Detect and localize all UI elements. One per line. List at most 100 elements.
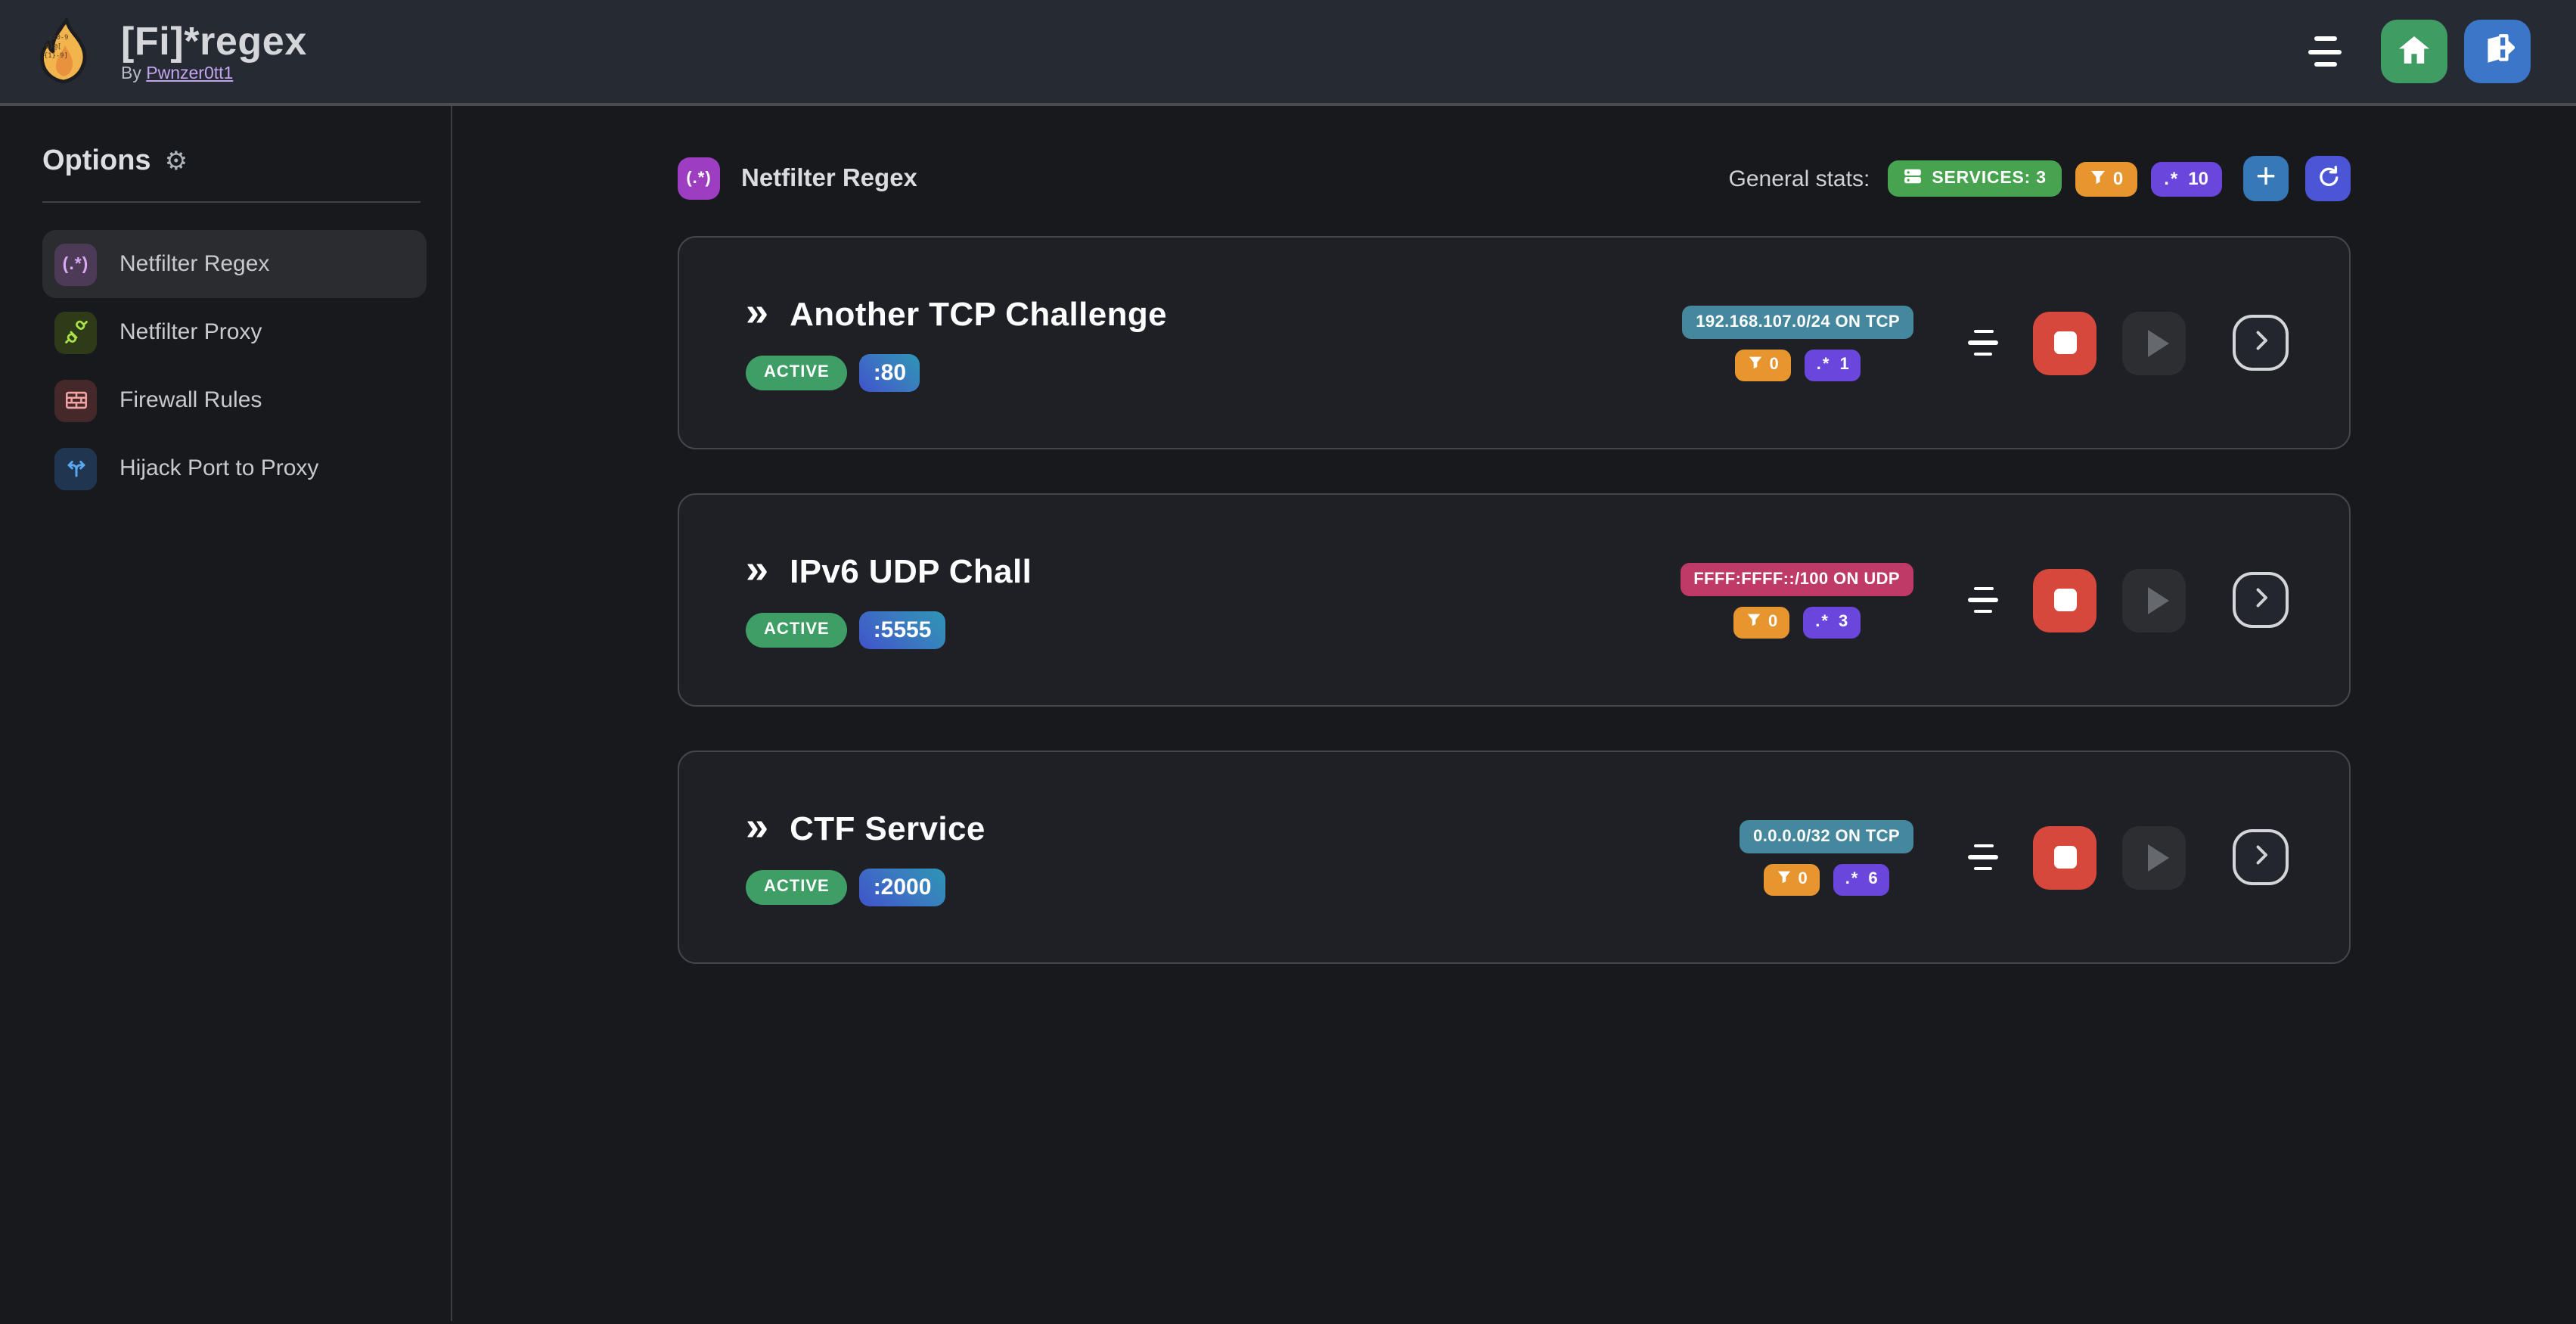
- stop-button[interactable]: [2033, 825, 2096, 889]
- regex-glyph-icon: .*: [2164, 168, 2180, 189]
- add-service-button[interactable]: +: [2243, 156, 2289, 201]
- funnel-icon: [1747, 354, 1764, 375]
- funnel-icon: [1746, 611, 1762, 632]
- stop-icon: [2053, 589, 2076, 611]
- regex-count-label: 6: [1868, 870, 1878, 888]
- byline: By Pwnzer0tt1: [121, 64, 307, 82]
- regex-count-badge: .* 6: [1833, 863, 1890, 895]
- service-title: CTF Service: [790, 809, 985, 847]
- status-badge: ACTIVE: [746, 869, 848, 904]
- section-title: Netfilter Regex: [741, 164, 917, 191]
- funnel-icon: [2089, 167, 2107, 190]
- double-chevron-icon: »: [746, 545, 769, 591]
- sidebar-item-netfilter-proxy[interactable]: Netfilter Proxy: [42, 298, 427, 366]
- sidebar-item-label: Firewall Rules: [119, 387, 262, 413]
- service-title: IPv6 UDP Chall: [790, 552, 1032, 589]
- svg-text:0}@[: 0}@[: [45, 43, 61, 51]
- section-header: (.*) Netfilter Regex General stats:: [678, 156, 2351, 201]
- app-title: [Fi]*regex: [121, 17, 307, 63]
- service-card: » CTF Service ACTIVE :2000 0.0.0.0/32 ON…: [678, 751, 2351, 964]
- filters-count-badge: 0: [1733, 606, 1790, 638]
- service-menu-icon[interactable]: [1968, 322, 1998, 363]
- open-service-button[interactable]: [2233, 829, 2289, 885]
- svg-text:{1}-9]: {1}-9]: [44, 52, 68, 60]
- general-stats: General stats: SERVICES: 3: [1729, 156, 2351, 201]
- regex-icon: (.*): [54, 243, 97, 285]
- filters-count-label: 0: [1798, 870, 1808, 888]
- stop-icon: [2053, 331, 2076, 354]
- sidebar-item-hijack-port[interactable]: Hijack Port to Proxy: [42, 434, 427, 502]
- service-card-left: » IPv6 UDP Chall ACTIVE :5555: [746, 545, 1032, 648]
- brick-wall-icon: [54, 379, 97, 421]
- refresh-icon: [2315, 163, 2341, 194]
- author-link[interactable]: Pwnzer0tt1: [146, 64, 234, 82]
- regex-count-label: 3: [1838, 613, 1848, 631]
- play-button[interactable]: [2122, 311, 2186, 375]
- open-service-button[interactable]: [2233, 315, 2289, 371]
- open-service-button[interactable]: [2233, 572, 2289, 628]
- top-bar: -z0-9 0}@[ {1}-9] [Fi]*regex By Pwnzer0t…: [0, 0, 2576, 106]
- play-button[interactable]: [2122, 825, 2186, 889]
- chevron-right-icon: [2247, 584, 2274, 616]
- logout-icon: [2478, 30, 2516, 73]
- regex-section-icon: (.*): [678, 157, 720, 200]
- network-badges: FFFF:FFFF::/100 ON UDP 0: [1680, 562, 1913, 638]
- cidr-badge: 0.0.0.0/32 ON TCP: [1740, 819, 1913, 853]
- refresh-button[interactable]: [2305, 156, 2351, 201]
- stop-button[interactable]: [2033, 568, 2096, 632]
- gear-icon: ⚙: [164, 147, 188, 176]
- play-icon: [2147, 329, 2168, 356]
- plug-icon: [54, 311, 97, 353]
- sidebar-item-label: Netfilter Regex: [119, 251, 270, 277]
- cidr-badge: FFFF:FFFF::/100 ON UDP: [1680, 562, 1913, 595]
- services-count-badge: SERVICES: 3: [1888, 160, 2062, 197]
- sidebar: Options ⚙ (.*) Netfilter Regex Netfilte: [0, 106, 452, 1321]
- split-arrows-icon: [54, 447, 97, 490]
- home-button[interactable]: [2381, 20, 2447, 83]
- menu-icon[interactable]: [2308, 28, 2342, 74]
- regex-glyph-icon: .*: [1815, 613, 1830, 631]
- regex-glyph-icon: .*: [1845, 870, 1860, 888]
- filters-count-label: 0: [1768, 613, 1778, 631]
- service-menu-icon[interactable]: [1968, 837, 1998, 878]
- service-card: » Another TCP Challenge ACTIVE :80 192.1…: [678, 236, 2351, 449]
- regex-glyph-icon: .*: [1816, 356, 1831, 374]
- app-title-block: [Fi]*regex By Pwnzer0tt1: [121, 20, 307, 82]
- sidebar-item-netfilter-regex[interactable]: (.*) Netfilter Regex: [42, 230, 427, 298]
- sidebar-heading-label: Options: [42, 145, 151, 177]
- service-card-left: » CTF Service ACTIVE :2000: [746, 803, 985, 906]
- play-button[interactable]: [2122, 568, 2186, 632]
- sidebar-item-label: Netfilter Proxy: [119, 319, 262, 345]
- sidebar-item-firewall-rules[interactable]: Firewall Rules: [42, 366, 427, 434]
- filters-count-badge: 0: [2075, 161, 2137, 196]
- filters-count-badge: 0: [1734, 349, 1791, 381]
- stop-button[interactable]: [2033, 311, 2096, 375]
- server-icon: [1903, 166, 1923, 191]
- plus-icon: +: [2255, 156, 2277, 195]
- sidebar-item-label: Hijack Port to Proxy: [119, 455, 319, 481]
- service-card: » IPv6 UDP Chall ACTIVE :5555 FFFF:FFFF:…: [678, 493, 2351, 707]
- regex-count-label: 1: [1839, 356, 1849, 374]
- service-menu-icon[interactable]: [1968, 580, 1998, 620]
- service-card-right: 0.0.0.0/32 ON TCP 0 .: [1740, 819, 2289, 895]
- flame-logo-icon: -z0-9 0}@[ {1}-9]: [30, 17, 100, 86]
- double-chevron-icon: »: [746, 803, 769, 848]
- network-badges: 192.168.107.0/24 ON TCP 0: [1682, 305, 1913, 381]
- cidr-badge: 192.168.107.0/24 ON TCP: [1682, 305, 1913, 338]
- regex-count-badge: .* 1: [1804, 349, 1861, 381]
- play-icon: [2147, 844, 2168, 871]
- svg-text:-z0-9: -z0-9: [48, 34, 68, 42]
- logout-button[interactable]: [2464, 20, 2531, 83]
- regex-count-badge: .* 10: [2150, 161, 2222, 196]
- filters-count-label: 0: [1769, 356, 1779, 374]
- regex-count-badge: .* 3: [1803, 606, 1861, 638]
- byline-prefix: By: [121, 64, 141, 82]
- play-icon: [2147, 586, 2168, 614]
- regex-count-label: 10: [2188, 168, 2208, 189]
- top-bar-actions: [2308, 20, 2531, 83]
- double-chevron-icon: »: [746, 288, 769, 334]
- stats-label: General stats:: [1728, 166, 1870, 191]
- network-badges: 0.0.0.0/32 ON TCP 0 .: [1740, 819, 1913, 895]
- stop-icon: [2053, 846, 2076, 869]
- status-badge: ACTIVE: [746, 612, 848, 647]
